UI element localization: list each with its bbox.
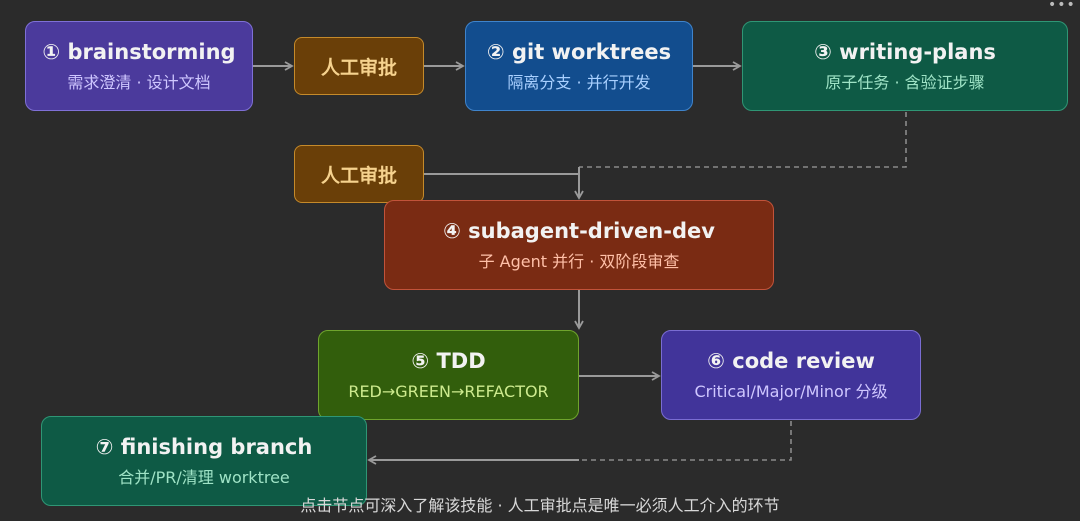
node-title: ⑤ TDD xyxy=(411,348,486,373)
node-finishing-branch[interactable]: ⑦ finishing branch 合并/PR/清理 worktree xyxy=(41,416,367,506)
node-title: ④ subagent-driven-dev xyxy=(443,218,715,243)
node-subtitle: 需求澄清 · 设计文档 xyxy=(67,73,211,92)
node-subtitle: 原子任务 · 含验证步骤 xyxy=(825,73,985,92)
node-subtitle: Critical/Major/Minor 分级 xyxy=(694,382,888,401)
node-writing-plans[interactable]: ③ writing-plans 原子任务 · 含验证步骤 xyxy=(742,21,1068,111)
node-subagent-driven-dev[interactable]: ④ subagent-driven-dev 子 Agent 并行 · 双阶段审查 xyxy=(384,200,774,290)
approval-gate-2[interactable]: 人工审批 xyxy=(294,145,424,203)
node-subtitle: 子 Agent 并行 · 双阶段审查 xyxy=(478,252,680,271)
node-code-review[interactable]: ⑥ code review Critical/Major/Minor 分级 xyxy=(661,330,921,420)
node-title: ⑥ code review xyxy=(707,348,875,373)
node-tdd[interactable]: ⑤ TDD RED→GREEN→REFACTOR xyxy=(318,330,579,420)
footer-hint: 点击节点可深入了解该技能 · 人工审批点是唯一必须人工介入的环节 xyxy=(300,496,780,515)
node-title: ③ writing-plans xyxy=(814,39,996,64)
node-title: ⑦ finishing branch xyxy=(95,434,313,459)
node-subtitle: 隔离分支 · 并行开发 xyxy=(507,73,651,92)
more-dots-icon[interactable]: ••• xyxy=(1048,0,1076,13)
gate-label: 人工审批 xyxy=(320,164,397,187)
node-title: ② git worktrees xyxy=(486,39,672,64)
node-title: ① brainstorming xyxy=(42,39,236,64)
node-subtitle: RED→GREEN→REFACTOR xyxy=(348,382,549,401)
edge-code-review-to-finishing-dashed xyxy=(579,421,792,461)
node-brainstorming[interactable]: ① brainstorming 需求澄清 · 设计文档 xyxy=(25,21,253,111)
node-subtitle: 合并/PR/清理 worktree xyxy=(118,468,290,487)
node-git-worktrees[interactable]: ② git worktrees 隔离分支 · 并行开发 xyxy=(465,21,693,111)
edge-writing-plans-to-subagent xyxy=(579,112,907,168)
approval-gate-1[interactable]: 人工审批 xyxy=(294,37,424,95)
gate-label: 人工审批 xyxy=(320,56,397,79)
